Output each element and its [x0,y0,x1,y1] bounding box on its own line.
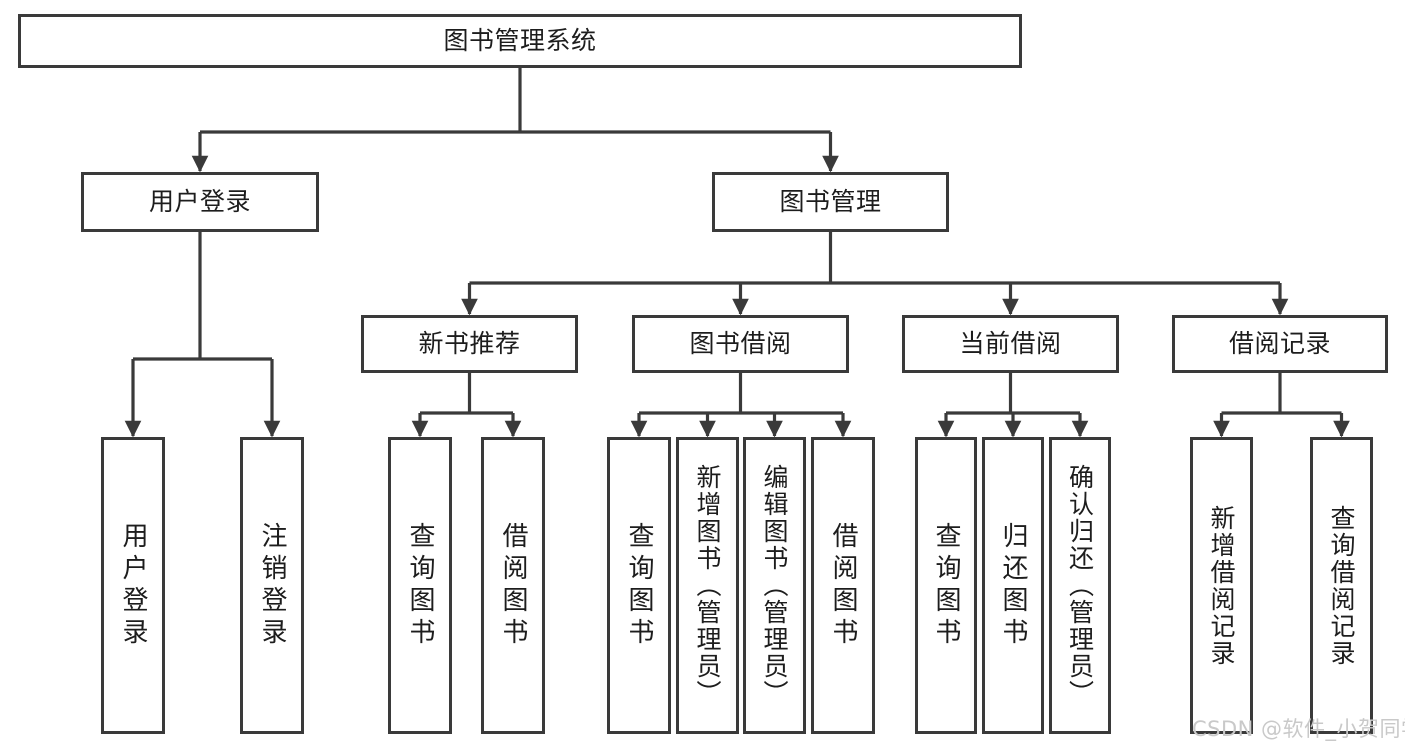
node-leaf-confirm-return-admin-label: 确认归还（管理员） [1065,464,1095,707]
node-leaf-confirm-return-admin[interactable]: 确认归还（管理员） [1049,437,1111,734]
node-leaf-logout-label: 注销登录 [257,521,287,650]
node-leaf-logout[interactable]: 注销登录 [240,437,304,734]
node-leaf-user-login-label: 用户登录 [118,521,148,650]
node-leaf-borrow-book-1[interactable]: 借阅图书 [481,437,545,734]
node-leaf-user-login[interactable]: 用户登录 [101,437,165,734]
node-leaf-borrow-book-2[interactable]: 借阅图书 [811,437,875,734]
node-leaf-query-borrow-record-label: 查询借阅记录 [1327,504,1356,667]
node-leaf-borrow-book-2-label: 借阅图书 [828,521,858,650]
node-borrow-record-label: 借阅记录 [1228,328,1331,358]
node-book-borrow[interactable]: 图书借阅 [632,315,849,373]
node-leaf-add-borrow-record-label: 新增借阅记录 [1207,504,1236,667]
node-user-login-label: 用户登录 [148,186,251,216]
node-leaf-edit-book-admin[interactable]: 编辑图书（管理员） [743,437,806,734]
node-leaf-add-book-admin[interactable]: 新增图书（管理员） [676,437,739,734]
node-current-borrow[interactable]: 当前借阅 [902,315,1119,373]
node-leaf-edit-book-admin-label: 编辑图书（管理员） [760,464,789,707]
node-new-book-rec[interactable]: 新书推荐 [361,315,578,373]
node-root-label: 图书管理系统 [443,25,597,55]
node-current-borrow-label: 当前借阅 [959,328,1062,358]
node-leaf-return-book-label: 归还图书 [998,521,1028,650]
node-leaf-borrow-book-1-label: 借阅图书 [498,521,528,650]
node-leaf-add-book-admin-label: 新增图书（管理员） [693,464,722,707]
node-leaf-return-book[interactable]: 归还图书 [982,437,1044,734]
node-leaf-add-borrow-record[interactable]: 新增借阅记录 [1190,437,1253,734]
node-leaf-query-book-1-label: 查询图书 [405,521,435,650]
node-leaf-query-book-3-label: 查询图书 [931,521,961,650]
node-borrow-record[interactable]: 借阅记录 [1172,315,1388,373]
node-book-manage[interactable]: 图书管理 [712,172,949,232]
node-leaf-query-book-1[interactable]: 查询图书 [388,437,452,734]
node-new-book-rec-label: 新书推荐 [418,328,521,358]
node-leaf-query-book-2[interactable]: 查询图书 [607,437,671,734]
node-leaf-query-book-3[interactable]: 查询图书 [915,437,977,734]
node-leaf-query-book-2-label: 查询图书 [624,521,654,650]
csdn-watermark: CSDN @软件_小贺同学 [1192,717,1405,741]
node-book-borrow-label: 图书借阅 [689,328,792,358]
node-user-login[interactable]: 用户登录 [81,172,319,232]
node-root[interactable]: 图书管理系统 [18,14,1022,68]
node-leaf-query-borrow-record[interactable]: 查询借阅记录 [1310,437,1373,734]
node-book-manage-label: 图书管理 [779,186,882,216]
